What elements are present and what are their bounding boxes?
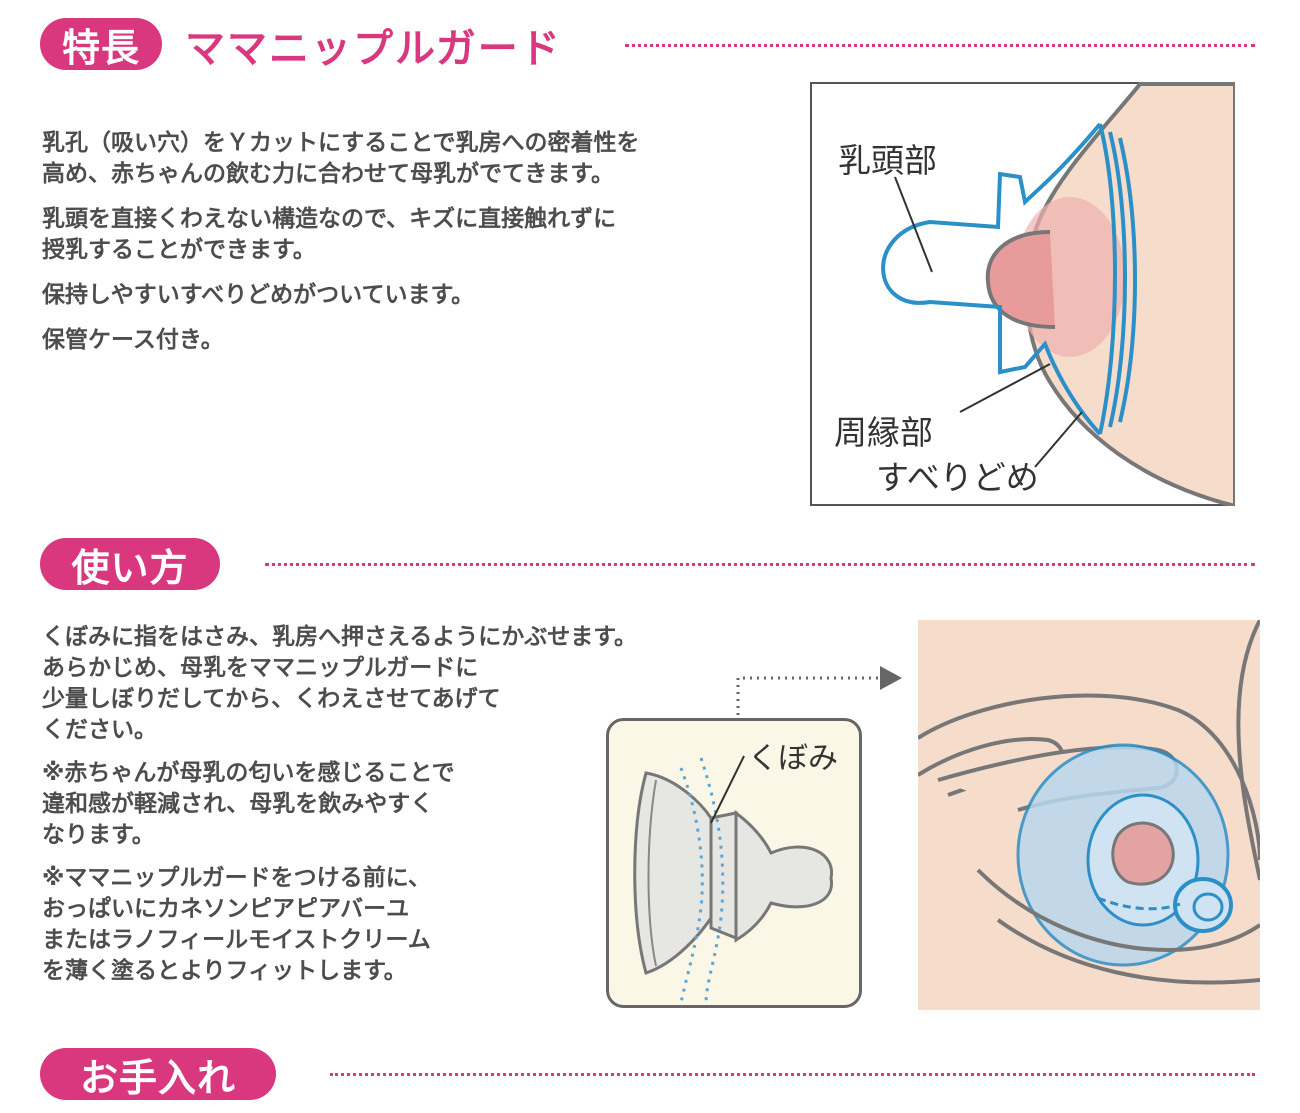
guard-outline xyxy=(881,122,1102,436)
features-para-4: 保管ケース付き。 xyxy=(42,327,224,353)
features-para-1-line-2: 高め、赤ちゃんの飲む力に合わせて母乳がでてきます。 xyxy=(42,161,615,187)
usage-divider xyxy=(265,563,1255,566)
features-badge: 特長 xyxy=(40,18,162,70)
label-nipple: 乳頭部 xyxy=(838,141,937,180)
usage-line-3: 少量しぼりだしてから、くわえさせてあげて xyxy=(42,686,501,712)
usage-note1-line-1: ※赤ちゃんが母乳の匂いを感じることで xyxy=(42,760,455,786)
usage-text: くぼみに指をはさみ、乳房へ押さえるようにかぶせます。 あらかじめ、母乳をママニッ… xyxy=(42,622,802,987)
usage-line-4: ください。 xyxy=(42,717,157,743)
usage-note1-line-2: 違和感が軽減され、母乳を飲みやすく xyxy=(42,791,434,817)
usage-badge: 使い方 xyxy=(40,538,220,590)
dotted-arrow xyxy=(736,666,902,722)
usage-note2-line-2: おっぱいにカネソンピアピアバーユ xyxy=(42,896,410,922)
features-text: 乳孔（吸い穴）をＹカットにすることで乳房への密着性を 高め、赤ちゃんの飲む力に合… xyxy=(42,128,782,356)
care-divider xyxy=(330,1073,1255,1076)
features-para-2-line-1: 乳頭を直接くわえない構造なので、キズに直接触れずに xyxy=(42,206,617,232)
latching-illustration xyxy=(918,620,1260,1010)
care-badge: お手入れ xyxy=(40,1048,276,1100)
features-para-2-line-2: 授乳することができます。 xyxy=(42,237,316,263)
guard-side-view-diagram: くぼみ xyxy=(606,718,862,1008)
usage-note2-line-1: ※ママニップルガードをつける前に、 xyxy=(42,865,431,891)
features-divider xyxy=(625,44,1255,47)
features-para-3: 保持しやすいすべりどめがついています。 xyxy=(42,282,475,308)
label-kubomi: くぼみ xyxy=(748,741,838,776)
usage-line-1: くぼみに指をはさみ、乳房へ押さえるようにかぶせます。 xyxy=(42,624,638,650)
nipple-shape xyxy=(985,230,1056,329)
usage-note2-line-3: またはラノフィールモイストクリーム xyxy=(42,927,431,953)
guard-cross-section-diagram: 乳頭部 周縁部 すべりどめ xyxy=(810,82,1235,506)
features-title: ママニップルガード xyxy=(185,26,562,72)
usage-note2-line-4: を薄く塗るとよりフィットします。 xyxy=(42,958,407,984)
usage-line-2: あらかじめ、母乳をママニップルガードに xyxy=(42,655,479,681)
usage-note1-line-3: なります。 xyxy=(42,822,155,848)
features-para-1-line-1: 乳孔（吸い穴）をＹカットにすることで乳房への密着性を xyxy=(42,130,640,156)
label-grip: すべりどめ xyxy=(876,458,1039,497)
breast-shape xyxy=(1024,82,1235,506)
label-rim: 周縁部 xyxy=(834,413,933,452)
